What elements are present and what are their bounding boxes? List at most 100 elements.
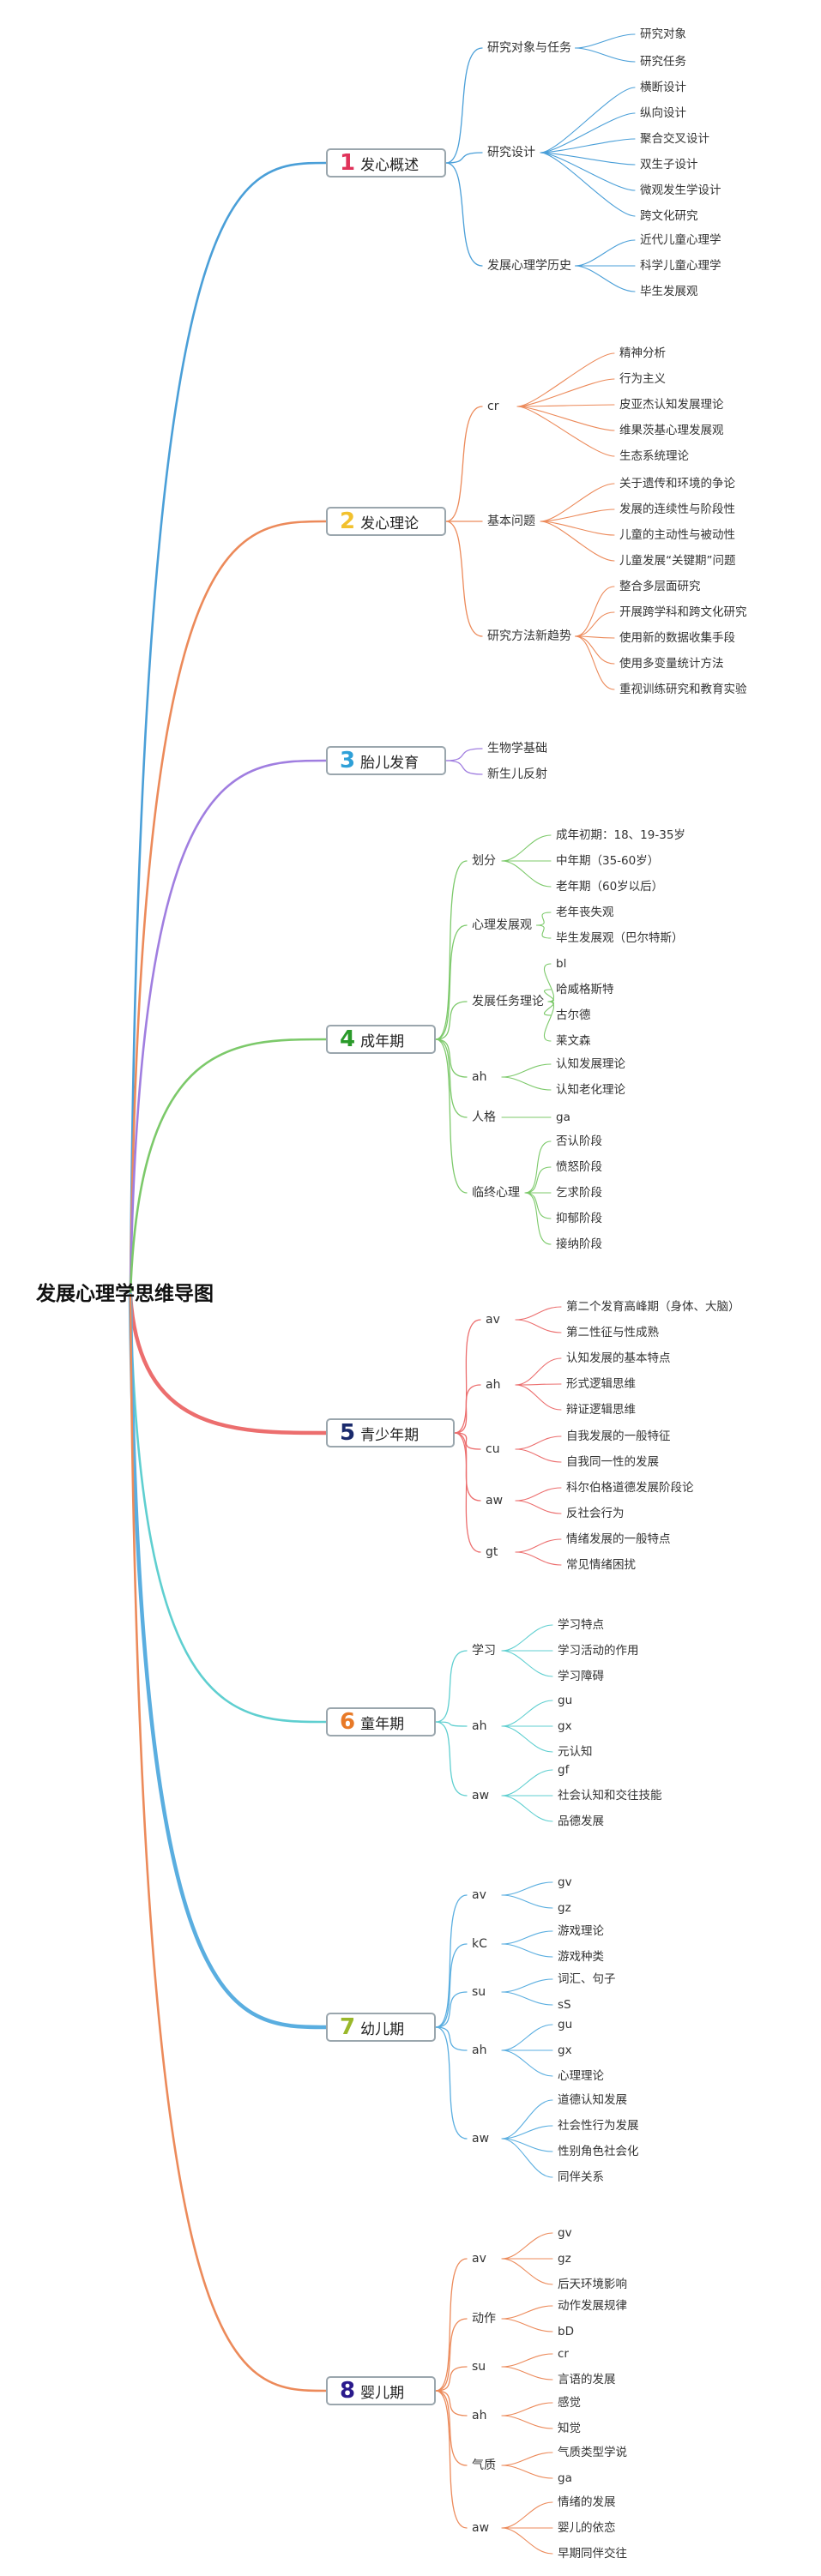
leaf-node[interactable]: 科尔伯格道德发展阶段论 <box>566 1481 694 1495</box>
leaf-node[interactable]: 道德认知发展 <box>558 2093 627 2107</box>
leaf-node[interactable]: 使用新的数据收集手段 <box>619 631 735 645</box>
subtopic-node[interactable]: aw <box>472 1789 490 1803</box>
leaf-node[interactable]: 关于遗传和环境的争论 <box>619 477 735 491</box>
subtopic-node[interactable]: av <box>472 1888 486 1902</box>
leaf-node[interactable]: 精神分析 <box>619 346 666 360</box>
leaf-node[interactable]: 儿童发展“关键期”问题 <box>619 554 736 568</box>
leaf-node[interactable]: gu <box>558 2018 573 2031</box>
leaf-node[interactable]: 乞求阶段 <box>556 1186 602 1200</box>
leaf-node[interactable]: gz <box>558 2252 571 2266</box>
leaf-node[interactable]: 近代儿童心理学 <box>640 233 721 247</box>
leaf-node[interactable]: gx <box>558 1719 572 1733</box>
leaf-node[interactable]: 言语的发展 <box>558 2373 616 2386</box>
leaf-node[interactable]: 形式逻辑思维 <box>566 1377 636 1391</box>
subtopic-node[interactable]: 临终心理 <box>472 1186 520 1200</box>
subtopic-node[interactable]: ah <box>486 1378 501 1392</box>
subtopic-node[interactable]: ah <box>472 1070 487 1084</box>
subtopic-node[interactable]: 研究设计 <box>487 146 535 159</box>
leaf-node[interactable]: 自我同一性的发展 <box>566 1455 659 1469</box>
leaf-node[interactable]: 莱文森 <box>556 1034 591 1048</box>
leaf-node[interactable]: 维果茨基心理发展观 <box>619 424 724 437</box>
leaf-node[interactable]: 心理理论 <box>558 2069 604 2083</box>
leaf-node[interactable]: 重视训练研究和教育实验 <box>619 683 747 696</box>
subtopic-node[interactable]: ah <box>472 2043 487 2057</box>
leaf-node[interactable]: sS <box>558 1998 571 2012</box>
leaf-node[interactable]: 学习特点 <box>558 1618 604 1632</box>
leaf-node[interactable]: 学习障碍 <box>558 1670 604 1683</box>
leaf-node[interactable]: 后天环境影响 <box>558 2278 627 2291</box>
leaf-node[interactable]: 聚合交叉设计 <box>640 132 709 146</box>
subtopic-node[interactable]: su <box>472 2360 486 2374</box>
subtopic-node[interactable]: ah <box>472 2409 487 2423</box>
leaf-node[interactable]: 儿童的主动性与被动性 <box>619 528 735 542</box>
subtopic-node[interactable]: gt <box>486 1545 498 1559</box>
leaf-node[interactable]: 认知老化理论 <box>556 1083 625 1097</box>
subtopic-node[interactable]: 研究方法新趋势 <box>487 629 571 643</box>
leaf-node[interactable]: gz <box>558 1901 571 1915</box>
leaf-node[interactable]: 学习活动的作用 <box>558 1644 639 1658</box>
subtopic-node[interactable]: ah <box>472 1719 487 1733</box>
leaf-node[interactable]: gv <box>558 2226 572 2240</box>
leaf-node[interactable]: 常见情绪困扰 <box>566 1558 636 1572</box>
subtopic-node[interactable]: aw <box>472 2521 490 2535</box>
leaf-node[interactable]: 纵向设计 <box>640 106 686 120</box>
leaf-node[interactable]: gx <box>558 2043 572 2057</box>
subtopic-node[interactable]: aw <box>486 1494 504 1508</box>
leaf-node[interactable]: 开展跨学科和跨文化研究 <box>619 605 747 619</box>
leaf-node[interactable]: 使用多变量统计方法 <box>619 657 724 671</box>
leaf-node[interactable]: 动作发展规律 <box>558 2299 627 2313</box>
leaf-node[interactable]: 社会性行为发展 <box>558 2119 639 2133</box>
leaf-node[interactable]: 元认知 <box>558 1745 593 1759</box>
leaf-node[interactable]: cr <box>558 2347 569 2361</box>
leaf-node[interactable]: 知觉 <box>558 2422 581 2435</box>
leaf-node[interactable]: 毕生发展观 <box>640 285 698 298</box>
leaf-node[interactable]: gu <box>558 1694 573 1707</box>
leaf-node[interactable]: 感觉 <box>558 2396 581 2410</box>
leaf-node[interactable]: gf <box>558 1763 570 1777</box>
subtopic-node[interactable]: 划分 <box>472 854 496 868</box>
subtopic-node[interactable]: 生物学基础 <box>487 742 547 755</box>
leaf-node[interactable]: 老年期（60岁以后） <box>556 880 664 894</box>
subtopic-node[interactable]: aw <box>472 2132 490 2146</box>
leaf-node[interactable]: 愤怒阶段 <box>556 1160 602 1174</box>
leaf-node[interactable]: 研究任务 <box>640 55 686 69</box>
leaf-node[interactable]: 气质类型学说 <box>558 2446 627 2459</box>
leaf-node[interactable]: ga <box>558 2471 572 2485</box>
subtopic-node[interactable]: 发展心理学历史 <box>487 259 571 273</box>
subtopic-node[interactable]: kC <box>472 1937 487 1951</box>
leaf-node[interactable]: 辩证逻辑思维 <box>566 1403 636 1417</box>
leaf-node[interactable]: 自我发展的一般特征 <box>566 1429 671 1443</box>
leaf-node[interactable]: 第二个发育高峰期（身体、大脑） <box>566 1300 740 1314</box>
leaf-node[interactable]: 同伴关系 <box>558 2170 604 2184</box>
leaf-node[interactable]: 科学儿童心理学 <box>640 259 721 273</box>
leaf-node[interactable]: 整合多层面研究 <box>619 580 701 593</box>
leaf-node[interactable]: 游戏种类 <box>558 1950 604 1964</box>
leaf-node[interactable]: 认知发展的基本特点 <box>566 1351 671 1365</box>
leaf-node[interactable]: 老年丧失观 <box>556 906 614 919</box>
subtopic-node[interactable]: 发展任务理论 <box>472 995 544 1008</box>
leaf-node[interactable]: gv <box>558 1875 572 1889</box>
leaf-node[interactable]: ga <box>556 1110 570 1124</box>
subtopic-node[interactable]: 心理发展观 <box>472 918 532 932</box>
leaf-node[interactable]: 游戏理论 <box>558 1924 604 1938</box>
subtopic-node[interactable]: 新生儿反射 <box>487 767 547 781</box>
leaf-node[interactable]: 抑郁阶段 <box>556 1212 602 1225</box>
leaf-node[interactable]: 认知发展理论 <box>556 1057 625 1071</box>
subtopic-node[interactable]: 人格 <box>472 1110 496 1124</box>
subtopic-node[interactable]: 动作 <box>472 2312 496 2326</box>
leaf-node[interactable]: 成年初期：18、19-35岁 <box>556 828 685 842</box>
subtopic-node[interactable]: 研究对象与任务 <box>487 41 571 55</box>
leaf-node[interactable]: 生态系统理论 <box>619 449 689 463</box>
leaf-node[interactable]: 早期同伴交往 <box>558 2547 627 2561</box>
leaf-node[interactable]: 社会认知和交往技能 <box>558 1789 662 1803</box>
leaf-node[interactable]: bD <box>558 2325 574 2338</box>
leaf-node[interactable]: 发展的连续性与阶段性 <box>619 503 735 516</box>
leaf-node[interactable]: 横断设计 <box>640 81 686 94</box>
subtopic-node[interactable]: su <box>472 1985 486 1999</box>
leaf-node[interactable]: 性别角色社会化 <box>558 2145 639 2158</box>
leaf-node[interactable]: 古尔德 <box>556 1008 591 1022</box>
